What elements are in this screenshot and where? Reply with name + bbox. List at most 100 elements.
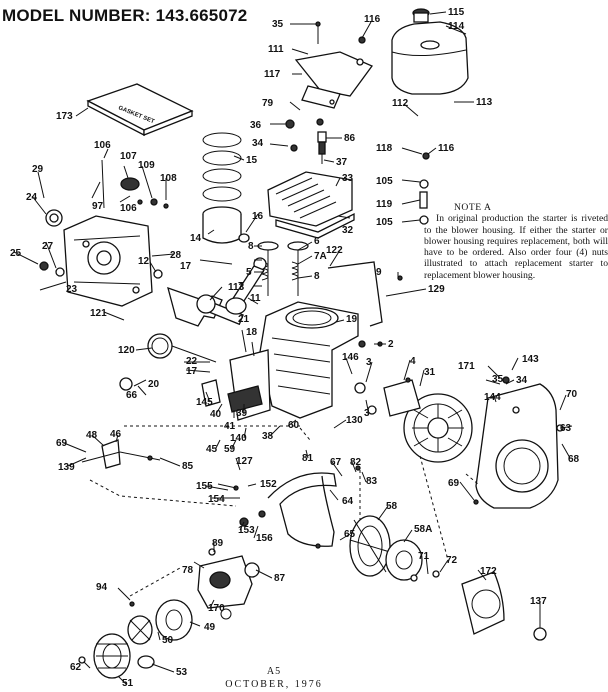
callout-58: 58: [386, 501, 398, 512]
callout-105: 105: [376, 217, 393, 228]
callout-154: 154: [208, 494, 225, 505]
callout-25: 25: [10, 248, 22, 259]
callout-58A: 58A: [414, 524, 432, 535]
callout-139: 139: [58, 462, 75, 473]
callout-21: 21: [238, 314, 250, 325]
callout-172: 172: [480, 566, 497, 577]
callout-53: 53: [176, 667, 188, 678]
callout-62: 62: [70, 662, 82, 673]
callout-155: 155: [196, 481, 213, 492]
callout-18: 18: [246, 327, 258, 338]
callout-118: 118: [376, 143, 393, 154]
callout-83: 83: [366, 476, 378, 487]
callout-117: 117: [264, 69, 281, 80]
piston-rings: [202, 132, 242, 202]
callout-51: 51: [122, 678, 134, 689]
fasteners: [39, 21, 564, 664]
callout-6: 6: [314, 236, 320, 247]
callout-15: 15: [246, 155, 258, 166]
callout-170: 170: [208, 603, 225, 614]
callout-121: 121: [90, 308, 107, 319]
callout-31: 31: [424, 367, 436, 378]
callout-111: 111: [268, 44, 284, 55]
callout-130: 130: [346, 415, 363, 426]
callout-33: 33: [342, 173, 354, 184]
control-linkage: [81, 439, 161, 469]
callout-144: 144: [484, 392, 501, 403]
callout-116: 116: [438, 143, 455, 154]
callout-39: 39: [236, 408, 248, 419]
flywheel: [403, 393, 473, 463]
crankshaft: [167, 286, 244, 327]
callout-7A: 7A: [314, 251, 327, 262]
callout-106: 106: [120, 203, 137, 214]
callout-59: 59: [224, 444, 236, 455]
callout-78: 78: [182, 565, 194, 576]
callout-122: 122: [326, 245, 343, 256]
callout-67: 67: [330, 457, 342, 468]
crankcase-cover: [63, 215, 153, 307]
callout-86: 86: [344, 133, 356, 144]
starter-cup: [385, 539, 423, 581]
callout-119: 119: [376, 199, 393, 210]
connecting-rod: [225, 257, 267, 315]
callout-82: 82: [350, 457, 362, 468]
note-body: In original production the starter is ri…: [424, 213, 608, 281]
callout-106: 106: [94, 140, 111, 151]
callout-97: 97: [92, 201, 104, 212]
note-a: NOTE A In original production the starte…: [424, 202, 608, 281]
callout-41: 41: [224, 421, 236, 432]
callout-115: 115: [448, 7, 465, 18]
callout-32: 32: [342, 225, 354, 236]
air-filter-element: [93, 633, 155, 679]
callout-48: 48: [86, 430, 98, 441]
callout-89: 89: [212, 538, 224, 549]
callout-27: 27: [42, 241, 54, 252]
callout-24: 24: [26, 192, 38, 203]
callout-8: 8: [248, 241, 254, 252]
dashed-leaders: [89, 425, 479, 597]
callout-108: 108: [160, 173, 177, 184]
callout-63: 63: [560, 423, 572, 434]
callout-107: 107: [120, 151, 137, 162]
callout-40: 40: [210, 409, 222, 420]
camshaft-gear: [147, 333, 217, 363]
callout-19: 19: [346, 314, 358, 325]
callout-113: 113: [476, 97, 493, 108]
callout-69: 69: [56, 438, 68, 449]
callout-34: 34: [516, 375, 528, 386]
callout-65: 65: [344, 529, 356, 540]
callout-85: 85: [182, 461, 194, 472]
callout-64: 64: [342, 496, 354, 507]
callout-34: 34: [252, 138, 264, 149]
piston: [202, 206, 250, 244]
callout-114: 114: [448, 21, 465, 32]
leader-lines: [13, 11, 573, 685]
callout-3: 3: [364, 408, 370, 419]
callout-81: 81: [302, 453, 314, 464]
callout-79: 79: [262, 98, 274, 109]
callout-23: 23: [66, 284, 78, 295]
callout-137: 137: [530, 596, 547, 607]
callout-2: 2: [388, 339, 394, 350]
callout-120: 120: [118, 345, 135, 356]
callout-60: 60: [288, 420, 300, 431]
callout-9: 9: [376, 267, 382, 278]
callout-87: 87: [274, 573, 286, 584]
callout-16: 16: [252, 211, 264, 222]
callout-69: 69: [448, 478, 460, 489]
callout-28: 28: [170, 250, 182, 261]
callout-5: 5: [246, 267, 252, 278]
callout-4: 4: [410, 356, 416, 367]
callout-37: 37: [336, 157, 348, 168]
cylinder-head: [267, 171, 355, 239]
callout-35: 35: [272, 19, 284, 30]
ignition-module: [383, 379, 421, 417]
callout-127: 127: [236, 456, 253, 467]
callout-68: 68: [568, 454, 580, 465]
callout-11: 11: [250, 293, 261, 304]
callout-12: 12: [138, 256, 150, 267]
carburetor: [197, 555, 260, 620]
tank-bracket: [294, 51, 374, 109]
